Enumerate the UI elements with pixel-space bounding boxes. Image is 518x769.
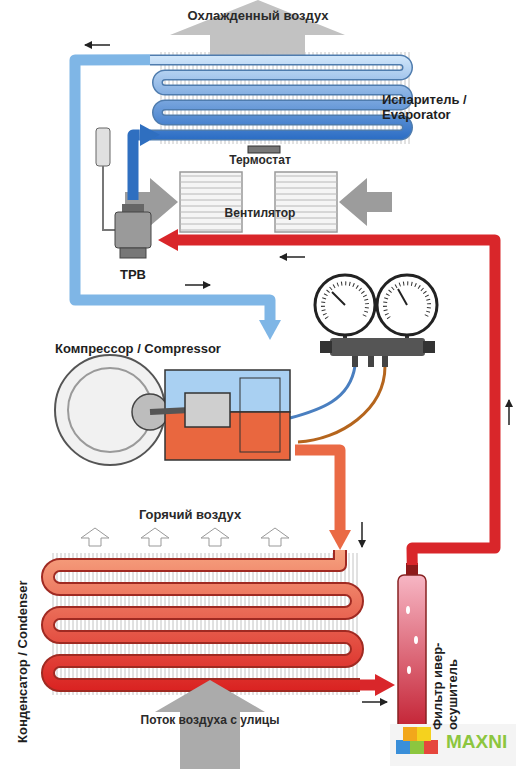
- flow-arrow: [362, 701, 387, 703]
- air-arrow: [261, 528, 289, 546]
- fan-symbol: [275, 172, 337, 232]
- service-hose: [298, 366, 385, 442]
- condenser-coil: [48, 550, 360, 685]
- filter-drier-box: Фильтр ивер-осушитель: [395, 565, 470, 750]
- logo-cube: [403, 727, 417, 741]
- valve-nut: [120, 248, 146, 258]
- flow-arrow: [280, 256, 305, 258]
- manifold-port: [368, 356, 374, 367]
- component-label: Испаритель / Evaporator: [382, 93, 482, 123]
- expansion-valve-box: ТРВ: [108, 200, 158, 285]
- gauge-needle: [332, 292, 345, 305]
- watermark: MAXNI: [446, 731, 516, 753]
- valve-body: [115, 212, 151, 248]
- component-label: ТРВ: [110, 268, 156, 283]
- manifold-knob: [423, 341, 435, 353]
- sensing-bulb: [96, 128, 110, 166]
- manifold-body: [330, 338, 425, 356]
- air-flow-label: Поток воздуха с улицы: [105, 714, 315, 728]
- drop-symbol: [414, 636, 418, 644]
- logo-cube: [417, 727, 431, 741]
- filter-drier-body: [398, 575, 426, 740]
- gauge-needle: [398, 289, 407, 305]
- piston: [185, 393, 230, 427]
- thermostat-label: Термостат: [215, 154, 305, 168]
- condenser-coil-outline: [48, 550, 360, 685]
- manifold-port: [352, 356, 358, 367]
- air-arrow: [141, 528, 169, 546]
- evaporator-coil-outline: [150, 60, 408, 135]
- pressure-gauge: [315, 275, 375, 335]
- logo-cube: [424, 740, 438, 754]
- flow-arrow: [508, 400, 510, 425]
- manifold-knob: [320, 341, 332, 353]
- fan-grille: [275, 172, 337, 232]
- logo-cube: [410, 740, 424, 754]
- compressor-box: Компрессор / Compressor: [45, 340, 295, 475]
- pressure-gauge: [377, 275, 437, 335]
- fan-label: Вентилятор: [203, 207, 317, 221]
- connecting-rod: [150, 410, 190, 412]
- drop-symbol: [407, 666, 411, 674]
- manifold-port: [382, 356, 388, 367]
- fan-grille: [180, 172, 242, 232]
- air-arrow: [81, 528, 109, 546]
- air-flow-label: Горячий воздух: [105, 508, 275, 523]
- valve-plate: [240, 378, 280, 452]
- refrigerant-pipe: [360, 679, 375, 690]
- gauge-scale: [385, 283, 429, 318]
- component-label: Конденсатор / Condenser: [16, 558, 31, 743]
- flow-arrow: [185, 284, 210, 286]
- flow-arrow: [361, 522, 363, 547]
- condenser-fins: [50, 553, 360, 695]
- refrigerant-pipe: [295, 450, 340, 530]
- evaporator-box: Испаритель / Evaporator: [150, 55, 485, 150]
- service-hose: [290, 366, 355, 418]
- gauge-scale: [323, 283, 367, 318]
- drop-symbol: [406, 606, 410, 614]
- refrigerant-pipe: [133, 135, 140, 200]
- component-label: Фильтр ивер-осушитель: [431, 580, 461, 730]
- thermostat-symbol: [248, 146, 280, 153]
- flow-arrow: [85, 44, 110, 46]
- evaporator-coil: [150, 60, 408, 135]
- capillary-tube: [103, 166, 115, 230]
- air-arrow: [339, 178, 392, 226]
- component-label: Компрессор / Compressor: [55, 342, 295, 357]
- air-arrow: [201, 528, 229, 546]
- fan-symbol: [180, 172, 242, 232]
- refrigerant-pipe: [75, 60, 270, 320]
- logo-background: [390, 724, 516, 766]
- air-flow-label: Охлажденный воздух: [160, 9, 356, 24]
- logo-cube: [396, 740, 410, 754]
